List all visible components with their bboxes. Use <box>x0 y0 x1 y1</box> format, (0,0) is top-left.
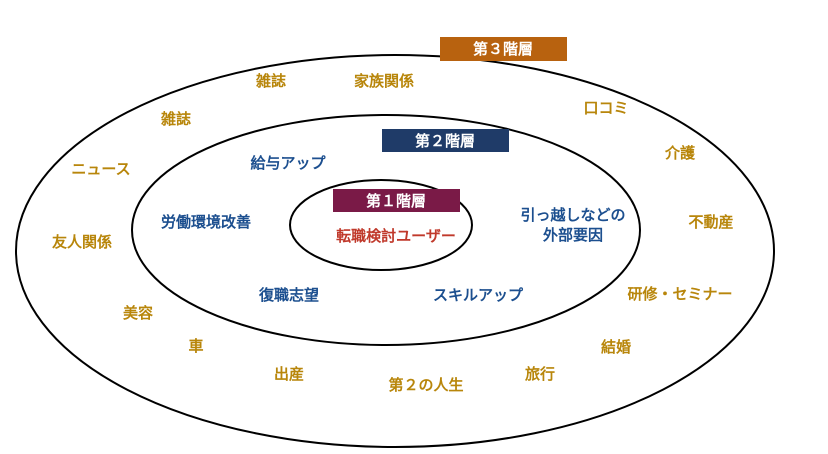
tier3-item-car: 車 <box>188 337 203 355</box>
tier2-item-moving-line2: 外部要因 <box>542 226 603 244</box>
tier3-item-news: ニュース <box>71 160 130 178</box>
tier3-item-family: 家族関係 <box>354 72 414 90</box>
tier3-item-childbirth: 出産 <box>274 365 304 383</box>
tier2-title: 第２階層 <box>415 132 475 150</box>
tier3-item-beauty: 美容 <box>123 304 153 322</box>
tier2-item-moving-line1: 引っ越しなどの <box>520 206 625 224</box>
tier3-item-second-life: 第２の人生 <box>388 376 463 394</box>
tier3-item-travel: 旅行 <box>525 365 555 383</box>
core-label: 転職検討ユーザー <box>336 227 456 245</box>
tier3-item-magazine-2: 雑誌 <box>160 110 191 128</box>
tier3-item-training: 研修・セミナー <box>627 285 732 303</box>
tier3-item-reviews: 口コミ <box>583 99 628 117</box>
tier3-item-marriage: 結婚 <box>601 338 631 356</box>
tier2-item-skill-up: スキルアップ <box>433 286 524 304</box>
tier3-item-real-estate: 不動産 <box>688 213 733 231</box>
tier2-item-raise: 給与アップ <box>250 154 326 172</box>
inner-ring <box>289 179 473 271</box>
tier2-item-return-to-work: 復職志望 <box>258 286 319 304</box>
tier3-item-magazine-1: 雑誌 <box>255 72 286 90</box>
middle-ring <box>131 114 641 346</box>
outer-ring <box>15 54 775 448</box>
tier1-header: 第１階層 <box>333 189 460 212</box>
tier3-item-nursing-care: 介護 <box>664 144 696 162</box>
tier3-item-friends: 友人関係 <box>52 233 112 251</box>
tier3-header: 第３階層 <box>440 37 567 61</box>
tier3-title: 第３階層 <box>473 40 533 58</box>
tier2-header: 第２階層 <box>382 129 509 152</box>
tier2-item-work-environment: 労働環境改善 <box>161 213 251 231</box>
tier1-title: 第１階層 <box>366 192 426 210</box>
